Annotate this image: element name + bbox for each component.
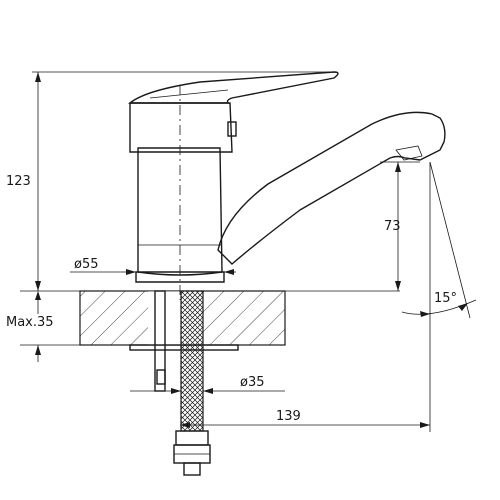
dimension-reach: 139 — [180, 409, 430, 428]
handle-base — [129, 102, 237, 153]
countertop-section — [20, 290, 400, 346]
label-body-diameter: ø55 — [74, 257, 99, 272]
label-swivel-angle: 15° — [434, 291, 457, 306]
dimension-swivel-angle: 15° — [401, 161, 477, 319]
label-shank-diameter: ø35 — [240, 375, 265, 390]
dimension-shank-diameter: ø35 — [130, 375, 285, 394]
label-height-total: 123 — [6, 174, 31, 189]
flexible-hose — [173, 290, 211, 476]
dimension-height-total: 123 — [6, 71, 330, 291]
label-max-deck: Max.35 — [6, 315, 54, 330]
label-spout-height: 73 — [384, 219, 401, 234]
label-reach: 139 — [276, 409, 301, 424]
dimension-body-diameter: ø55 — [70, 257, 236, 275]
dimension-spout-height: 73 — [380, 161, 420, 291]
dimension-max-deck: Max.35 — [6, 291, 54, 362]
spout — [217, 111, 446, 265]
centerlines — [179, 85, 431, 432]
lever-handle — [128, 71, 339, 104]
